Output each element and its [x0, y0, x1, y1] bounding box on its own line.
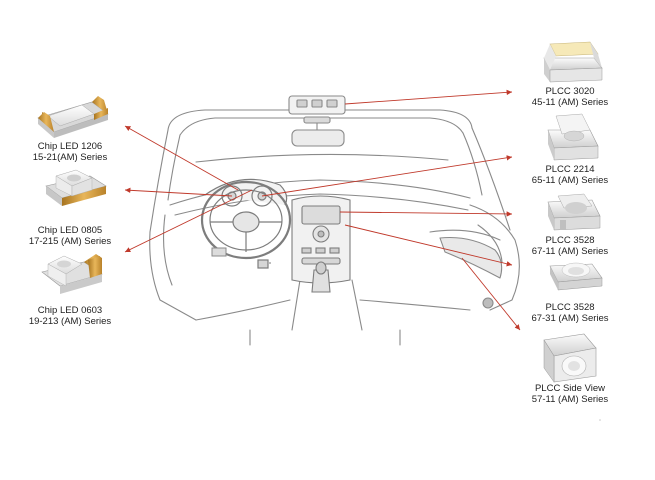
component-series: 65-11 (AM) Series [531, 175, 609, 186]
label-plcc-3020: PLCC 3020 45-11 (AM) Series [520, 86, 620, 108]
plcc-2214-image [547, 113, 599, 161]
label-plcc-2214: PLCC 2214 65-11 (AM) Series [520, 164, 620, 186]
overhead-console [288, 95, 346, 147]
chip-led-0603-image [41, 254, 103, 294]
decor-dot [269, 262, 271, 264]
label-plcc-3528-67-31: PLCC 3528 67-31 (AM) Series [520, 302, 620, 324]
chip-led-1206-image [37, 96, 109, 138]
plcc-side-view-image [543, 333, 597, 383]
component-name: Chip LED 0603 [37, 305, 103, 316]
label-plcc-3528-67-11: PLCC 3528 67-11 (AM) Series [520, 235, 620, 257]
component-name: PLCC 3020 [545, 86, 595, 97]
arrow-plcc-3528-67-11 [339, 211, 513, 217]
center-console [291, 195, 351, 293]
component-series: 17-215 (AM) Series [28, 236, 112, 247]
component-name: Chip LED 0805 [37, 225, 103, 236]
component-series: 67-31 (AM) Series [531, 313, 609, 324]
plcc-3020-image [543, 41, 603, 83]
arrow-chip-0603 [124, 189, 253, 253]
label-chip-1206: Chip LED 1206 15-21(AM) Series [20, 141, 120, 163]
component-name: Chip LED 1206 [37, 141, 103, 152]
component-series: 15-21(AM) Series [32, 152, 108, 163]
arrow-plcc-3528-67-31 [344, 224, 513, 267]
label-chip-0603: Chip LED 0603 19-213 (AM) Series [20, 305, 120, 327]
arrow-chip-1206 [124, 125, 239, 191]
plcc-3528-67-11-image [547, 193, 601, 231]
component-name: PLCC Side View [534, 383, 606, 394]
plcc-3528-67-31-image [549, 262, 603, 291]
component-series: 45-11 (AM) Series [531, 97, 609, 108]
decor-dot [599, 419, 601, 421]
label-plcc-side-view: PLCC Side View 57-11 (AM) Series [520, 383, 620, 405]
pointer-arrows [124, 89, 521, 331]
component-series: 57-11 (AM) Series [531, 394, 609, 405]
car-interior-illustration [149, 109, 520, 346]
arrow-plcc-3020 [344, 89, 513, 105]
chip-led-0805-image [45, 169, 107, 206]
steering-wheel [200, 178, 292, 269]
air-vent [211, 247, 227, 257]
component-series: 19-213 (AM) Series [28, 316, 112, 327]
arrow-plcc-side-view [461, 257, 521, 331]
label-chip-0805: Chip LED 0805 17-215 (AM) Series [20, 225, 120, 247]
component-name: PLCC 3528 [545, 235, 595, 246]
component-name: PLCC 3528 [545, 302, 595, 313]
arrow-plcc-2214 [261, 155, 513, 197]
component-name: PLCC 2214 [545, 164, 595, 175]
arrow-chip-0805 [124, 187, 233, 197]
component-series: 67-11 (AM) Series [531, 246, 609, 257]
